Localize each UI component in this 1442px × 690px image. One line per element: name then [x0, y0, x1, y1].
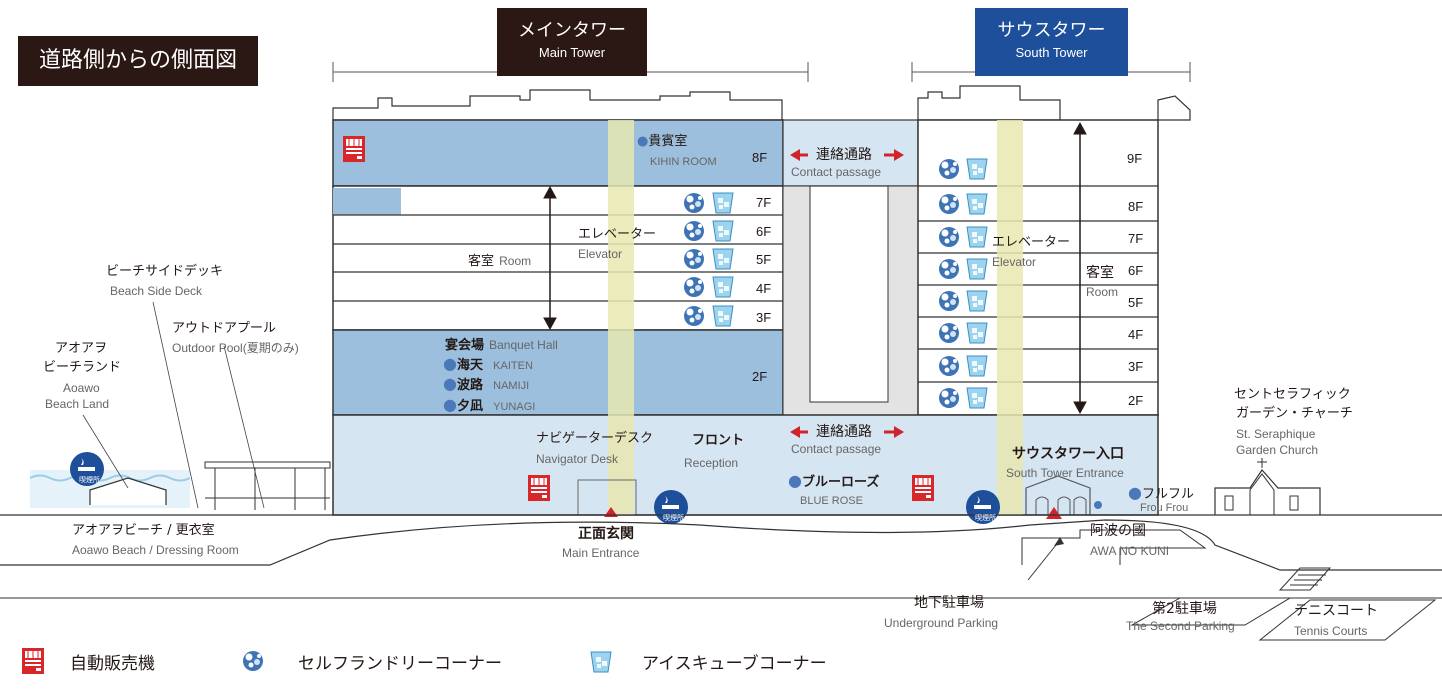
main-elevator-label: エレベーター	[578, 227, 657, 242]
passage-arrows	[790, 149, 904, 438]
smoking-area-label: 喫煙所	[975, 514, 996, 522]
main-floor-4f: 4F	[756, 281, 772, 296]
south-floor-7f: 7F	[1128, 231, 1144, 246]
south-entrance-en: South Tower Entrance	[1006, 466, 1124, 480]
second-parking-label: 第2駐車場	[1152, 601, 1217, 617]
hall-kaiten: ●海天 KAITEN	[443, 354, 533, 373]
main-room-label: 客室 Room	[468, 254, 532, 269]
south-room-en: Room	[1086, 285, 1119, 299]
passage-lower-en: Contact passage	[791, 442, 882, 456]
outdoor-pool-en: Outdoor Pool(夏期のみ)	[172, 341, 299, 355]
tennis-label: テニスコート	[1294, 603, 1378, 619]
south-floor-4f: 4F	[1128, 327, 1144, 342]
banquet-hall-label: 宴会場 Banquet Hall	[445, 338, 558, 353]
awanokuni-en: AWA NO KUNI	[1090, 544, 1170, 558]
main-elevator-shaft	[608, 120, 634, 515]
main-8f	[332, 119, 784, 187]
beach-label: アオアヲビーチ / 更衣室	[72, 523, 215, 538]
beachland-en-1: Aoawo	[63, 381, 100, 395]
south-room-label: 客室	[1086, 265, 1114, 281]
front-label: フロント	[692, 433, 745, 448]
tennis-en: Tennis Courts	[1294, 624, 1368, 638]
bluerose-label: ●ブルーローズ	[788, 471, 880, 490]
navigator-desk-en: Navigator Desk	[536, 452, 619, 466]
church-en-2: Garden Church	[1236, 443, 1319, 457]
main-tower-roof	[332, 89, 783, 121]
church-label-1: セントセラフィック	[1234, 387, 1351, 402]
main-floor-7f: 7F	[756, 195, 772, 210]
hall-namiji: ●波路 NAMIJI	[443, 374, 530, 393]
south-elevator-shaft	[997, 120, 1023, 515]
south-floor-6f: 6F	[1128, 263, 1144, 278]
second-parking-en: The Second Parking	[1126, 619, 1235, 633]
main-floor-3f: 3F	[756, 310, 772, 325]
legend-ice: アイスキューブコーナー	[642, 654, 827, 674]
passage-lower-label: 連絡通路	[816, 424, 872, 440]
legend-vending: 自動販売機	[70, 654, 155, 674]
smoking-area-label: 喫煙所	[663, 514, 684, 522]
south-elevator-label: エレベーター	[992, 235, 1071, 250]
ground-floor	[332, 414, 1159, 516]
south-tower-roof	[917, 85, 1061, 121]
main-tower-label: メインタワー Main Tower	[497, 8, 647, 76]
kihin-room-en: KIHIN ROOM	[650, 156, 717, 168]
main-floor-2f: 2F	[752, 369, 768, 384]
main-2f	[332, 329, 784, 416]
main-floor-5f: 5F	[756, 252, 772, 267]
page-title: 道路側からの側面図	[18, 36, 258, 86]
south-floor-3f: 3F	[1128, 359, 1144, 374]
froufrou-en: Frou Frou	[1140, 502, 1189, 514]
front-en: Reception	[684, 456, 739, 470]
awanokuni-label: 阿波の國	[1090, 523, 1146, 539]
main-floor-8f: 8F	[752, 150, 768, 165]
south-floor-9f: 9F	[1127, 151, 1143, 166]
beachland-label-2: ビーチランド	[43, 360, 122, 375]
passage-upper-label: 連絡通路	[816, 147, 872, 163]
church-en-1: St. Seraphique	[1236, 427, 1316, 441]
beachland-en-2: Beach Land	[45, 397, 110, 411]
beachland-label-1: アオアヲ	[55, 341, 108, 356]
legend-laundry: セルフランドリーコーナー	[298, 654, 502, 674]
outdoor-pool-label: アウトドアプール	[172, 321, 277, 336]
south-tower-label: サウスタワー South Tower	[975, 8, 1128, 76]
south-floor-8f: 8F	[1128, 199, 1144, 214]
main-elevator-en: Elevator	[578, 247, 623, 261]
froufrou-label: ●フルフル	[1128, 483, 1194, 502]
beachside-deck-en: Beach Side Deck	[110, 284, 203, 298]
navigator-desk-label: ナビゲーターデスク	[536, 431, 654, 446]
kihin-room-label: ●貴賓室	[637, 134, 688, 149]
main-room-floors	[332, 185, 784, 331]
south-entrance-label: サウスタワー入口	[1012, 446, 1124, 462]
south-elevator-en: Elevator	[992, 255, 1037, 269]
smoking-area-label: 喫煙所	[79, 476, 100, 484]
main-entrance-label: 正面玄関	[578, 526, 634, 542]
south-floor-2f: 2F	[1128, 393, 1144, 408]
beachside-deck-label: ビーチサイドデッキ	[106, 264, 224, 279]
hall-yunagi: ●夕凪 YUNAGI	[443, 395, 536, 414]
church-label-2: ガーデン・チャーチ	[1236, 406, 1353, 421]
main-floor-6f: 6F	[756, 224, 772, 239]
main-entrance-en: Main Entrance	[562, 546, 640, 560]
underground-parking-label: 地下駐車場	[914, 595, 984, 611]
beach-en: Aoawo Beach / Dressing Room	[72, 543, 239, 557]
passage-upper-en: Contact passage	[791, 165, 882, 179]
bluerose-en: BLUE ROSE	[800, 495, 863, 507]
south-floor-5f: 5F	[1128, 295, 1144, 310]
underground-parking-en: Underground Parking	[884, 616, 999, 630]
